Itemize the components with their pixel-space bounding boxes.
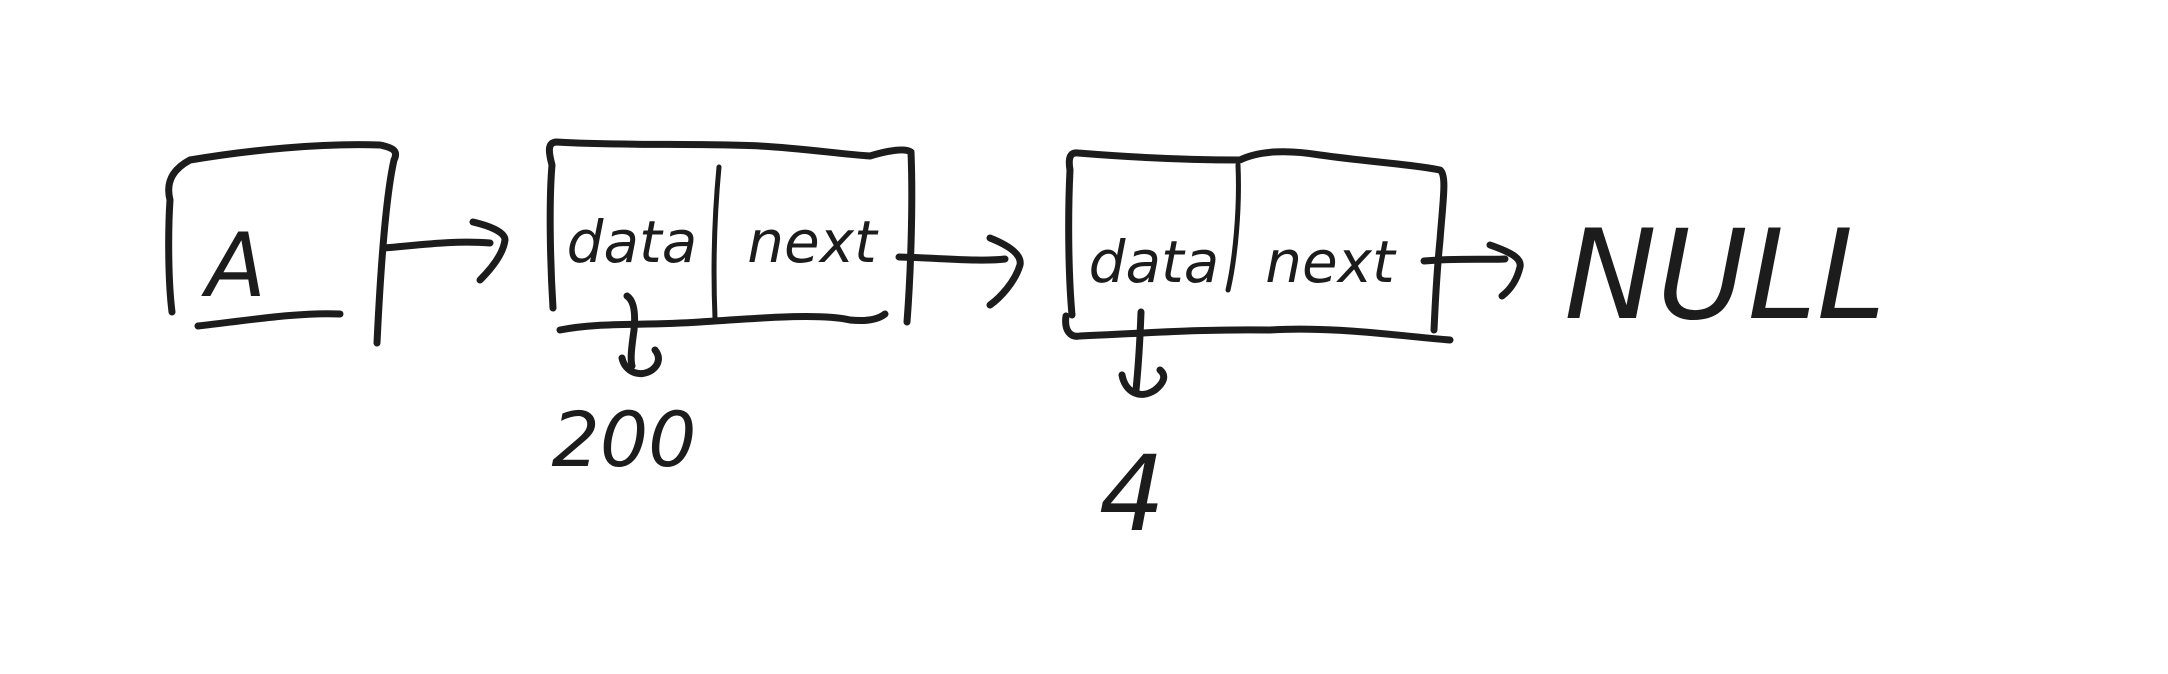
node-2-next-label: next (1265, 228, 1397, 296)
node-2-value-arrow (1132, 308, 1145, 394)
arrow-node1-to-node2 (895, 234, 1024, 309)
arrow-node2-to-null (1420, 241, 1524, 300)
node-1-divider (711, 164, 722, 321)
head-label: A (201, 214, 266, 317)
node-1-value: 200 (551, 395, 696, 484)
null-label: NULL (1564, 204, 1886, 348)
node-2-data-label: data (1089, 228, 1220, 296)
node-1: data next 200 (545, 138, 916, 484)
node-2: data next 4 (1062, 148, 1454, 555)
node-2-divider (1225, 162, 1241, 293)
head-pointer-box: A (165, 141, 400, 347)
node-1-value-arrow (623, 292, 639, 370)
node-2-value: 4 (1099, 433, 1165, 555)
node-1-next-label: next (747, 208, 879, 276)
node-1-data-label: data (567, 208, 698, 276)
arrow-head-to-node1 (380, 218, 509, 284)
